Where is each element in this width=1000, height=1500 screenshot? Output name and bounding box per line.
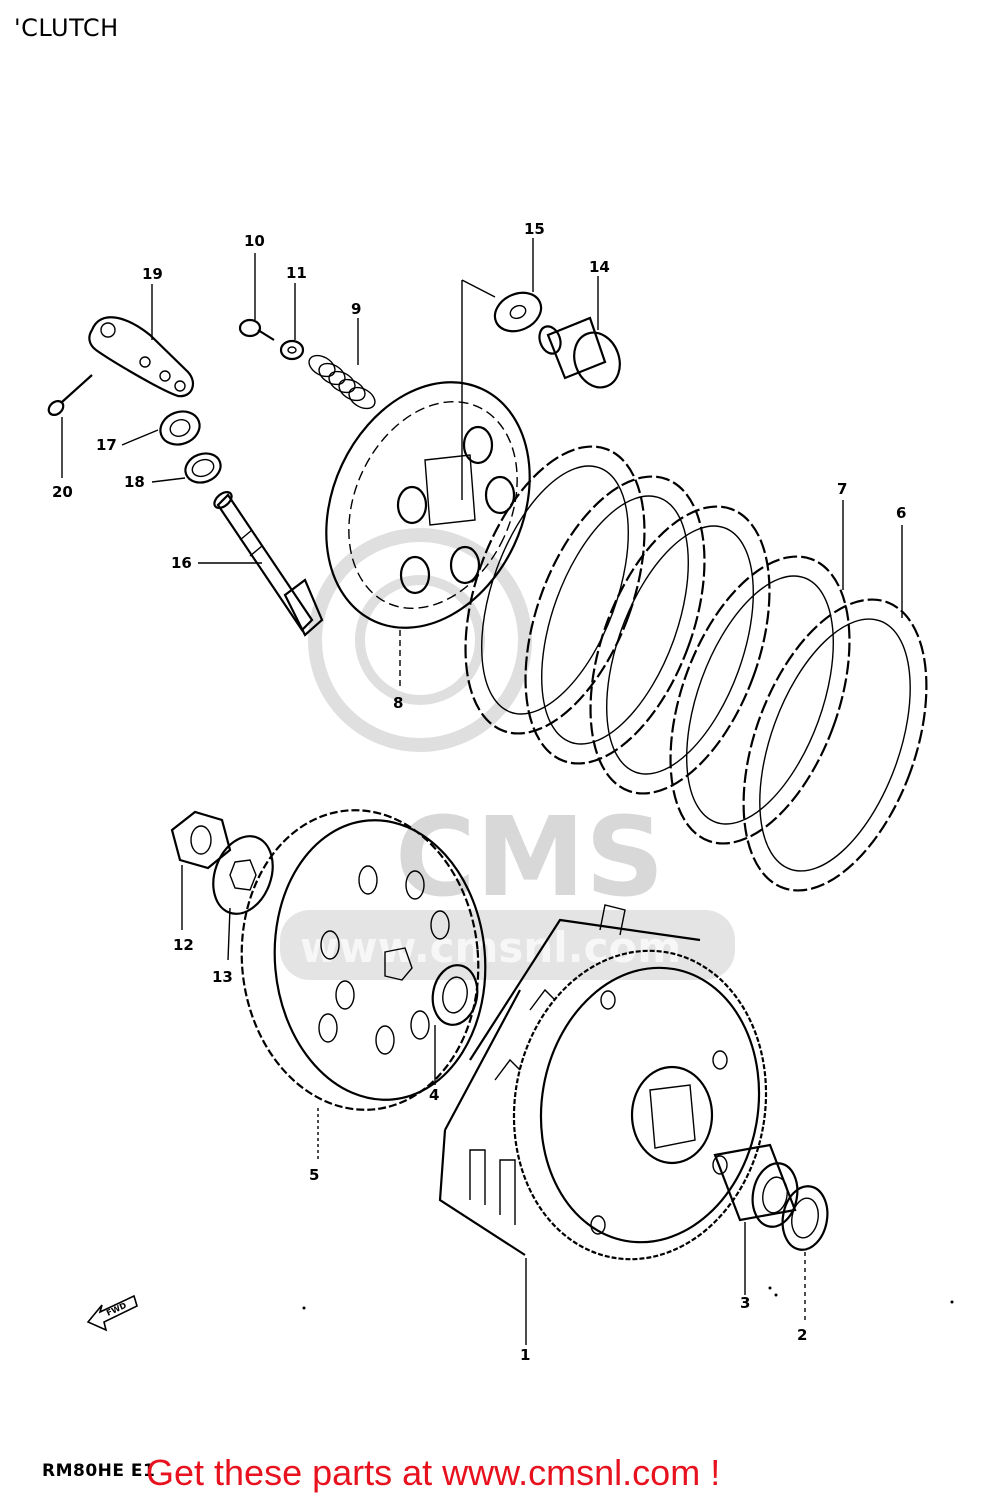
part-14-push-piece [538,316,621,389]
fwd-arrow-icon: FWD [86,1294,138,1332]
callout-7: 7 [837,480,847,498]
part-1-clutch-housing [438,904,768,1261]
model-code: RM80HE E1 [42,1461,156,1481]
cta-link[interactable]: Get these parts at www.cmsnl.com ! [146,1452,721,1493]
part-12-nut [170,810,232,870]
callout-1: 1 [520,1346,530,1364]
callout-12: 12 [173,936,194,954]
stray-marks [302,1286,954,1310]
part-20-bolt [47,374,93,416]
callout-11: 11 [286,264,307,282]
clutch-plate-stack [464,445,928,892]
callout-18: 18 [124,473,145,491]
diagram-title: 'CLUTCH [14,14,119,42]
watermark-url: www.cmsnl.com [300,923,681,972]
part-8-pressure-plate [325,381,531,629]
callout-6: 6 [896,504,906,522]
callout-19: 19 [142,265,163,283]
callout-15: 15 [524,220,545,238]
callout-8: 8 [393,694,403,712]
callout-14: 14 [589,258,610,276]
part-18-o-ring [184,452,222,484]
part-10-bolt [238,318,275,341]
part-16-release-shaft [213,490,324,637]
callout-13: 13 [212,968,233,986]
callout-4: 4 [429,1086,439,1104]
part-4-thrust-washer [431,964,479,1026]
part-17-bushing [159,410,201,446]
part-3-spacer [713,1143,799,1228]
watermark: CMS www.cmsnl.com [280,528,735,980]
callout-10: 10 [244,232,265,250]
part-9-spring [308,354,376,410]
part-19-release-arm [88,316,195,398]
callout-20: 20 [52,483,73,501]
watermark-brand: CMS [395,793,664,921]
callout-labels: 1 2 3 4 5 6 7 8 9 10 11 12 13 14 15 16 1… [52,220,906,1364]
callout-17: 17 [96,436,117,454]
leader-lines [61,238,903,1345]
callout-3: 3 [740,1294,750,1312]
part-11-washer [279,339,305,361]
callout-9: 9 [351,300,361,318]
callout-16: 16 [171,554,192,572]
part-2-washer [781,1185,829,1251]
callout-2: 2 [797,1326,807,1344]
part-5-clutch-sleeve-hub [240,809,487,1111]
part-15-washer [493,291,543,333]
callout-5: 5 [309,1166,319,1184]
part-13-lock-washer [212,835,274,915]
